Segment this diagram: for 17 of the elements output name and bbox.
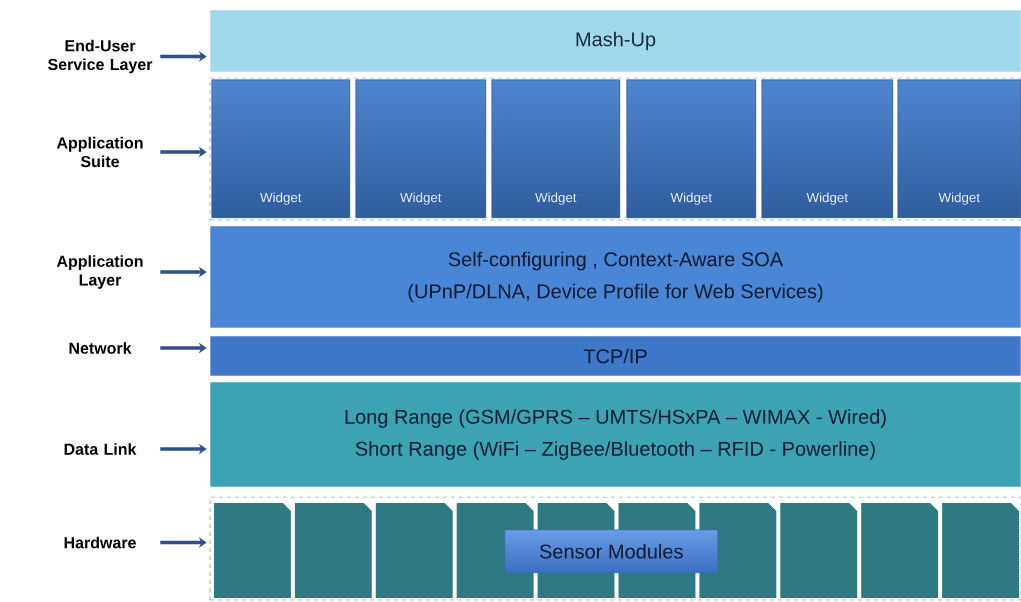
layer-label: Hardware bbox=[64, 536, 136, 549]
widget-box: Widget bbox=[626, 79, 757, 218]
widget-box: Widget bbox=[761, 79, 893, 218]
widget-box: Widget bbox=[355, 79, 487, 218]
widget-box: Widget bbox=[211, 79, 351, 218]
widget-box: Widget bbox=[491, 79, 621, 218]
layer-box: Self-configuring , Context-Aware SOA (UPnP/DLNA, Device Profile for Web Services) bbox=[209, 225, 1021, 329]
module-box: Sensor Modules bbox=[504, 529, 719, 573]
layer-label: Application Layer bbox=[56, 255, 143, 289]
layer-box: TCP/IP bbox=[209, 335, 1021, 377]
widget-box: Widget bbox=[897, 79, 1021, 218]
layer-box: Mash-Up bbox=[209, 9, 1021, 73]
layer-label: Application Suite bbox=[56, 136, 143, 168]
layer-box: Long Range (GSM/GPRS – UMTS/HSxPA – WIMAX - Wired) Short Range (WiFi – ZigBee/Bluetooth – RFID - Powerline) bbox=[209, 381, 1021, 488]
layer-label: Network bbox=[69, 342, 132, 354]
layer-label: End-User Service Layer bbox=[48, 39, 153, 74]
layer-label: Data Link bbox=[64, 443, 137, 455]
